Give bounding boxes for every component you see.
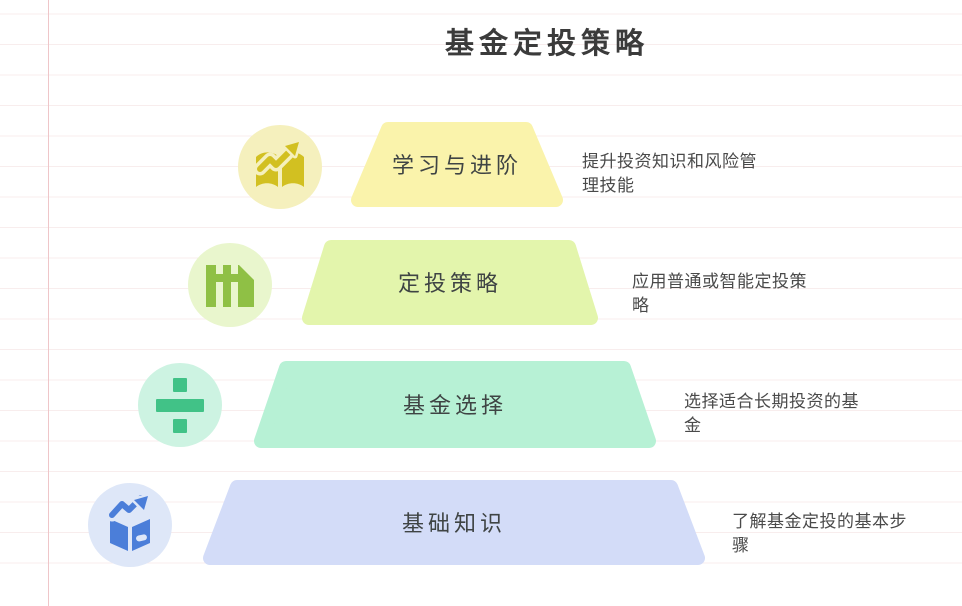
pyramid-level-3: 基金选择: [252, 361, 658, 448]
page-title: 基金定投策略: [444, 28, 650, 60]
level-label: 基础知识: [401, 510, 506, 536]
level-description: 应用普通或智能定投策略: [632, 272, 807, 315]
icon-circle: [88, 483, 172, 567]
level-label: 学习与进阶: [391, 152, 522, 178]
level-description: 了解基金定投的基本步骤: [732, 512, 907, 555]
book-trend-icon: [238, 125, 322, 209]
pyramid-level-2: 定投策略: [300, 240, 600, 325]
level-description: 选择适合长期投资的基金: [684, 392, 859, 435]
level-description: 提升投资知识和风险管理技能: [582, 152, 757, 195]
bank-columns-icon: [188, 243, 272, 327]
box-trend-icon: [88, 483, 172, 567]
level-label: 基金选择: [402, 392, 507, 418]
level-label: 定投策略: [397, 270, 502, 296]
pyramid-level-4: 基础知识: [201, 480, 707, 565]
division-icon: [138, 363, 222, 447]
pyramid-level-1: 学习与进阶: [348, 122, 566, 207]
